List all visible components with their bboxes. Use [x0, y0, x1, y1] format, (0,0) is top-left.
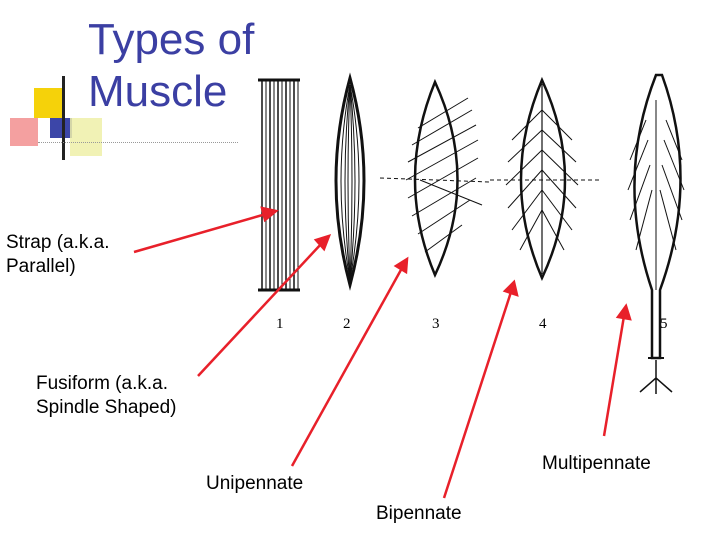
arrow-fusiform — [197, 234, 332, 377]
title-line-1: Types of — [88, 15, 255, 64]
figure-number-1: 1 — [276, 316, 284, 332]
pointer-arrows — [133, 206, 632, 499]
label-strap: Strap (a.k.a. Parallel) — [6, 231, 110, 279]
muscle-multipennate-drawing — [627, 73, 685, 394]
title-line-2: Muscle — [88, 67, 228, 116]
muscle-fusiform-drawing — [334, 72, 366, 291]
arrow-unipennate — [290, 256, 409, 467]
muscle-strap-drawing — [258, 78, 300, 292]
arrow-strap — [133, 206, 279, 254]
label-fusiform-line-1: Fusiform (a.k.a. — [36, 373, 168, 394]
label-fusiform: Fusiform (a.k.a. Spindle Shaped) — [36, 372, 177, 420]
deco-red-square — [10, 118, 38, 146]
figure-number-4: 4 — [539, 316, 547, 332]
deco-pale-square — [70, 118, 102, 156]
deco-divider-vertical — [62, 76, 65, 160]
deco-blue-square — [50, 118, 72, 138]
label-bipennate: Bipennate — [376, 503, 462, 524]
figure-number-3: 3 — [432, 316, 440, 332]
arrow-bipennate — [442, 279, 519, 499]
label-multipennate: Multipennate — [542, 453, 651, 474]
label-fusiform-line-2: Spindle Shaped) — [36, 397, 177, 418]
label-strap-line-2: Parallel) — [6, 256, 76, 277]
muscle-bipennate-drawing — [490, 76, 600, 282]
deco-divider-horizontal — [38, 142, 238, 143]
figure-number-2: 2 — [343, 316, 351, 332]
muscle-unipennate-drawing — [379, 78, 491, 279]
deco-yellow-square — [34, 88, 64, 118]
figure-number-5: 5 — [660, 316, 668, 332]
arrow-multipennate — [602, 303, 632, 437]
label-unipennate: Unipennate — [206, 473, 304, 494]
label-strap-line-1: Strap (a.k.a. — [6, 232, 110, 253]
page-title: Types of Muscle — [88, 14, 254, 118]
